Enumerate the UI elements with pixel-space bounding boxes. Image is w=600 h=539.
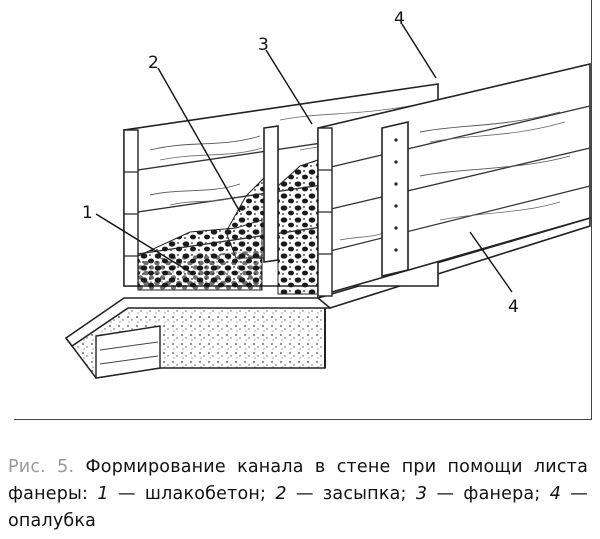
caption-item-text-3: — фанера; (436, 484, 541, 504)
label-1: 1 (82, 203, 93, 223)
front-formwork (317, 62, 591, 298)
caption-item-text-1: — шлакобетон; (117, 484, 267, 504)
caption-item-num-2: 2 (275, 484, 287, 504)
figure-number: Рис. 5. (8, 457, 75, 477)
wall-channel-diagram: 1 2 3 4 4 (64, 9, 591, 379)
caption-item-num-3: 3 (415, 484, 428, 504)
label-4-top: 4 (394, 9, 405, 29)
figure-caption: Рис. 5. Формирование канала в стене при … (8, 454, 588, 535)
label-3: 3 (258, 35, 269, 55)
caption-item-text-2: — засыпка; (295, 484, 407, 504)
caption-item-num-4: 4 (549, 484, 562, 504)
figure-frame (14, 0, 592, 420)
caption-item-text-4: — опалубка (8, 484, 588, 531)
plywood-sheet (263, 125, 279, 263)
label-4-bottom: 4 (508, 297, 519, 317)
slag-concrete-right (277, 159, 319, 295)
foundation (64, 305, 326, 379)
caption-item-num-1: 1 (97, 484, 109, 504)
callout-lines (95, 23, 513, 293)
figure-title: Формирование канала в стене при помощи л… (8, 457, 588, 504)
label-2: 2 (148, 53, 159, 73)
